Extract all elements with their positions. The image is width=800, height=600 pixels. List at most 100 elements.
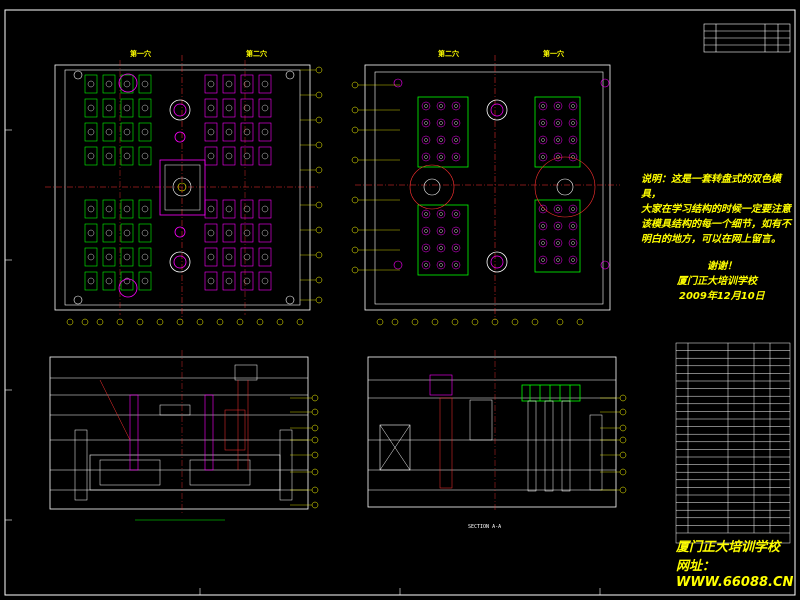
- cavity-circle: [436, 209, 446, 219]
- cavity-circle: [436, 135, 446, 145]
- cavity-pin: [123, 104, 131, 112]
- part-balloon: [311, 501, 319, 509]
- cavity-cell: [258, 247, 272, 267]
- cavity-pin: [439, 155, 443, 159]
- cavity-circle: [421, 101, 431, 111]
- bottom-right-section-view: [367, 350, 627, 512]
- part-balloon: [116, 318, 124, 326]
- part-balloon: [451, 318, 459, 326]
- cavity-circle: [421, 260, 431, 270]
- part-balloon: [196, 318, 204, 326]
- cavity-cell: [84, 223, 98, 243]
- cavity-pin: [261, 152, 269, 160]
- cavity-cell: [222, 98, 236, 118]
- cavity-pin: [105, 80, 113, 88]
- cavity-cell: [240, 74, 254, 94]
- cavity-cell: [240, 271, 254, 291]
- cavity-cell: [204, 98, 218, 118]
- top-left-cavity-1-label: 第一穴: [130, 50, 151, 58]
- cavity-pin: [141, 229, 149, 237]
- footer-school-block: 厦门正大培训学校 网址：WWW.66088.CN: [676, 540, 794, 591]
- cavity-circle: [568, 152, 578, 162]
- cavity-circle: [538, 101, 548, 111]
- part-balloon: [619, 486, 627, 494]
- cavity-cell: [222, 74, 236, 94]
- cavity-pin: [123, 80, 131, 88]
- cavity-circle: [568, 204, 578, 214]
- part-balloon: [351, 106, 359, 114]
- part-balloon: [491, 318, 499, 326]
- cavity-pin: [261, 277, 269, 285]
- part-balloon: [315, 166, 323, 174]
- part-balloon: [351, 246, 359, 254]
- cavity-cell: [204, 122, 218, 142]
- part-balloon: [296, 318, 304, 326]
- part-balloon: [556, 318, 564, 326]
- cavity-pin: [105, 152, 113, 160]
- part-balloon: [619, 436, 627, 444]
- cavity-pin: [454, 138, 458, 142]
- cavity-pin: [454, 263, 458, 267]
- cavity-circle: [451, 243, 461, 253]
- part-balloon: [156, 318, 164, 326]
- cavity-circle: [451, 118, 461, 128]
- cavity-pin: [454, 212, 458, 216]
- cavity-circle: [538, 152, 548, 162]
- cavity-cell: [240, 98, 254, 118]
- cavity-pin: [243, 80, 251, 88]
- cavity-cell: [258, 146, 272, 166]
- cavity-pin: [541, 258, 545, 262]
- cavity-pin: [105, 128, 113, 136]
- cavity-cell: [120, 271, 134, 291]
- cavity-pin: [141, 80, 149, 88]
- cavity-pin: [556, 155, 560, 159]
- cavity-pin: [541, 104, 545, 108]
- cavity-pin: [571, 104, 575, 108]
- cavity-circle: [421, 209, 431, 219]
- cavity-pin: [571, 224, 575, 228]
- cavity-cell: [258, 199, 272, 219]
- cavity-cell: [204, 271, 218, 291]
- cavity-pin: [571, 207, 575, 211]
- cavity-pin: [207, 205, 215, 213]
- note-line: 该模具结构的每一个细节，如有不: [641, 219, 791, 230]
- cavity-circle: [568, 135, 578, 145]
- cavity-circle: [553, 118, 563, 128]
- part-balloon: [311, 394, 319, 402]
- cavity-circle: [451, 226, 461, 236]
- cavity-pin: [261, 253, 269, 261]
- cavity-pin: [207, 152, 215, 160]
- cavity-cell: [138, 199, 152, 219]
- part-balloon: [176, 318, 184, 326]
- cavity-pin: [556, 258, 560, 262]
- part-balloon: [351, 226, 359, 234]
- cavity-cell: [240, 122, 254, 142]
- cavity-pin: [105, 229, 113, 237]
- cavity-circle: [553, 221, 563, 231]
- cavity-pin: [439, 212, 443, 216]
- cavity-pin: [105, 104, 113, 112]
- cavity-circle: [451, 135, 461, 145]
- top-left-cavity-2-label: 第二穴: [246, 50, 267, 58]
- cavity-circle: [421, 118, 431, 128]
- cavity-cell: [204, 223, 218, 243]
- cavity-pin: [541, 207, 545, 211]
- frame-ticks: [5, 129, 601, 595]
- part-balloon: [311, 486, 319, 494]
- cavity-pin: [141, 104, 149, 112]
- cavity-cell: [138, 223, 152, 243]
- part-balloon: [311, 468, 319, 476]
- cavity-circle: [436, 226, 446, 236]
- cavity-pin: [123, 253, 131, 261]
- cavity-circle: [538, 118, 548, 128]
- cavity-pin: [207, 80, 215, 88]
- cavity-cell: [204, 199, 218, 219]
- cavity-pin: [439, 229, 443, 233]
- cavity-cell: [138, 146, 152, 166]
- cavity-cell: [258, 74, 272, 94]
- cavity-cell: [138, 98, 152, 118]
- cavity-pin: [243, 277, 251, 285]
- part-balloon: [619, 451, 627, 459]
- cavity-cell: [120, 74, 134, 94]
- cavity-pin: [454, 104, 458, 108]
